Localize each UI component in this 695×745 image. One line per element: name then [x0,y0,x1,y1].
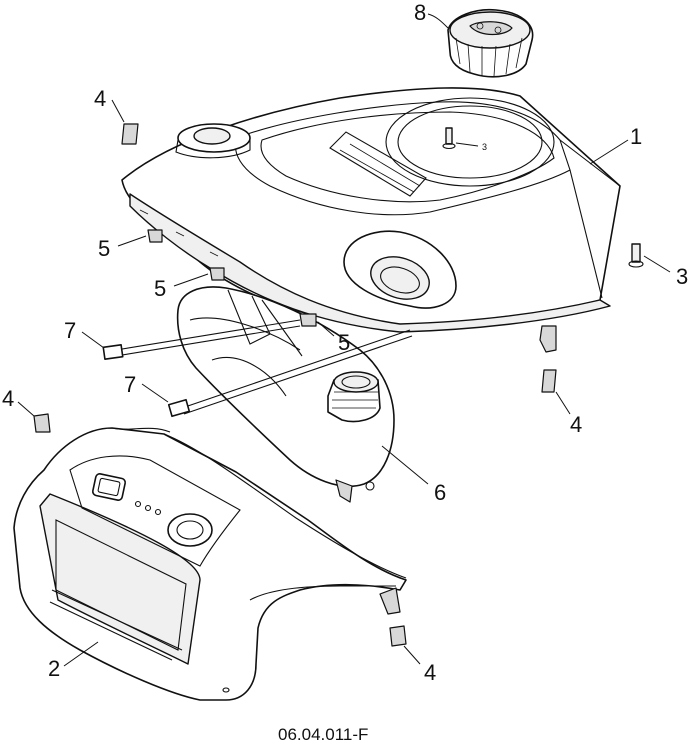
clip-part-4-left [18,402,50,432]
callout-5-c: 5 [338,330,350,355]
clip-part-4-bottom [390,626,420,664]
callout-4-right: 4 [570,412,582,437]
screw-part-3 [629,244,670,272]
callout-7-a: 7 [64,318,76,343]
leader-part-1 [590,140,628,164]
callout-4-bottom: 4 [424,660,436,685]
clip-part-4-top [112,100,138,144]
diagram-part-code: 06.04.011-F [278,725,368,744]
callout-5-b: 5 [154,276,166,301]
callout-2: 2 [48,656,60,681]
clip-part-4-right [542,370,570,414]
callout-5-a: 5 [98,236,110,261]
fastener-part-5-b [174,268,224,286]
callout-1: 1 [630,124,642,149]
fastener-part-5-a [118,230,162,246]
callout-4-left: 4 [2,386,14,411]
callout-6: 6 [434,480,446,505]
callout-3-small: 3 [482,142,487,152]
callout-8: 8 [414,0,426,25]
callout-4-top: 4 [94,86,106,111]
callout-3-right: 3 [676,264,688,289]
callout-7-b: 7 [124,372,136,397]
fuel-cap-part [428,10,533,77]
